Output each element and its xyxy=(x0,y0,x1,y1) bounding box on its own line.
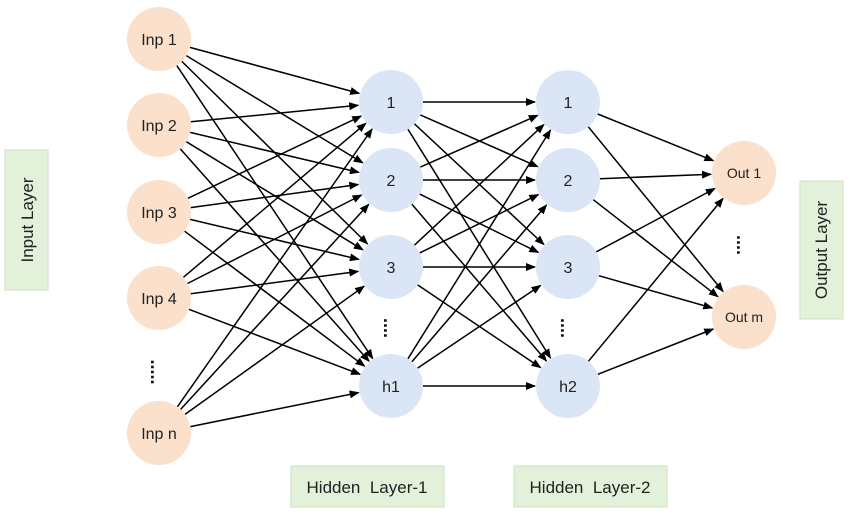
edge-hidden1-2-to-hidden2-1 xyxy=(419,114,539,168)
output-layer-nodes: Out 1 .... Out m xyxy=(712,141,776,349)
input-layer-label: Input Layer xyxy=(18,177,37,262)
hidden1-node-2: 2 xyxy=(359,148,423,212)
hidden-layer-1-nodes: 1 2 3 .... h1 xyxy=(359,70,423,418)
input-node-2: Inp 2 xyxy=(127,93,191,157)
output-node-1-label: Out 1 xyxy=(727,165,761,181)
edge-hidden2-1-to-output-2 xyxy=(587,126,724,293)
input-node-n: Inp n xyxy=(127,401,191,465)
edge-hidden1-4-to-hidden2-1 xyxy=(407,129,552,360)
hidden2-node-1-label: 1 xyxy=(564,95,573,112)
input-node-n-label: Inp n xyxy=(141,426,177,443)
hidden2-node-1: 1 xyxy=(536,70,600,134)
hidden1-node-1-label: 1 xyxy=(387,95,396,112)
edge-input-1-to-hidden1-4 xyxy=(176,65,374,360)
edge-input-1-to-hidden1-1 xyxy=(189,46,361,95)
input-layer-nodes: Inp 1 Inp 2 Inp 3 Inp 4 ..... Inp n xyxy=(127,7,191,465)
hidden1-node-3-label: 3 xyxy=(387,260,396,277)
hidden1-node-1: 1 xyxy=(359,70,423,134)
edge-hidden2-2-to-output-1 xyxy=(599,170,712,180)
input-node-1: Inp 1 xyxy=(127,7,191,71)
edge-hidden1-3-to-hidden2-1 xyxy=(413,123,545,246)
edge-hidden2-3-to-output-1 xyxy=(595,187,716,253)
hidden1-node-h1: h1 xyxy=(359,354,423,418)
edge-input-4-to-hidden1-4 xyxy=(188,308,362,376)
edge-input-3-to-hidden1-1 xyxy=(187,115,363,199)
input-node-4: Inp 4 xyxy=(127,266,191,330)
hidden2-node-3-label: 3 xyxy=(564,260,573,277)
edge-hidden1-4-to-hidden2-3 xyxy=(417,284,542,369)
connection-edges xyxy=(176,46,724,428)
edge-input-5-to-hidden1-4 xyxy=(190,390,360,428)
hidden2-node-h2-label: h2 xyxy=(559,379,577,396)
edge-input-5-to-hidden1-1 xyxy=(176,128,373,408)
hidden-layer-1-label-box: Hidden Layer-1 xyxy=(290,465,445,508)
hidden1-ellipsis: .... xyxy=(380,318,400,338)
hidden-layer-2-label: Hidden Layer-2 xyxy=(530,478,651,497)
hidden2-node-h2: h2 xyxy=(536,354,600,418)
edge-hidden2-3-to-output-2 xyxy=(598,274,714,310)
input-layer-label-box: Input Layer xyxy=(4,149,49,291)
input-ellipsis: ..... xyxy=(147,359,167,384)
edge-input-2-to-hidden1-4 xyxy=(179,148,370,363)
edge-input-2-to-hidden1-2 xyxy=(189,131,360,175)
edge-hidden2-4-to-output-1 xyxy=(587,197,724,362)
hidden1-node-h1-label: h1 xyxy=(382,379,400,396)
edge-input-2-to-hidden1-1 xyxy=(190,102,360,123)
hidden-layer-2-label-box: Hidden Layer-2 xyxy=(513,465,668,508)
output-node-m: Out m xyxy=(712,285,776,349)
edge-input-4-to-hidden1-1 xyxy=(182,122,367,278)
input-node-2-label: Inp 2 xyxy=(141,118,177,135)
hidden2-node-2-label: 2 xyxy=(564,173,573,190)
hidden2-node-2: 2 xyxy=(536,148,600,212)
output-layer-label: Output Layer xyxy=(812,201,831,300)
edge-input-1-to-hidden1-2 xyxy=(185,54,364,164)
input-node-4-label: Inp 4 xyxy=(141,291,177,308)
edge-hidden1-4-to-hidden2-2 xyxy=(411,204,548,363)
input-node-3-label: Inp 3 xyxy=(141,205,177,222)
output-ellipsis: .... xyxy=(733,235,753,255)
edge-input-4-to-hidden1-2 xyxy=(187,194,363,285)
hidden2-ellipsis: .... xyxy=(557,318,577,338)
hidden-layer-1-label: Hidden Layer-1 xyxy=(307,478,428,497)
edge-input-5-to-hidden1-3 xyxy=(184,285,366,416)
edge-input-3-to-hidden1-4 xyxy=(184,230,366,367)
output-node-m-label: Out m xyxy=(725,309,763,325)
edge-input-5-to-hidden1-2 xyxy=(180,203,370,410)
hidden1-node-2-label: 2 xyxy=(387,173,396,190)
input-node-3: Inp 3 xyxy=(127,180,191,244)
edge-input-4-to-hidden1-3 xyxy=(190,268,360,295)
edge-hidden1-3-to-hidden2-2 xyxy=(419,193,540,254)
hidden-layer-2-nodes: 1 2 3 .... h2 xyxy=(536,70,600,418)
hidden2-node-3: 3 xyxy=(536,235,600,299)
edge-hidden2-4-to-output-2 xyxy=(597,328,715,375)
edge-hidden2-1-to-output-1 xyxy=(597,113,715,162)
hidden1-node-3: 3 xyxy=(359,235,423,299)
output-layer-label-box: Output Layer xyxy=(799,180,844,320)
edge-hidden2-2-to-output-2 xyxy=(592,199,719,298)
output-node-1: Out 1 xyxy=(712,141,776,205)
input-node-1-label: Inp 1 xyxy=(141,32,177,49)
